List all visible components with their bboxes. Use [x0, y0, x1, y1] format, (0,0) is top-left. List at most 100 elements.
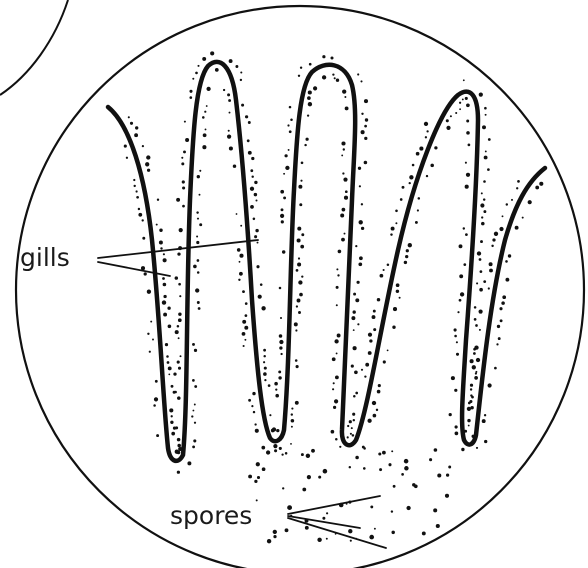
- spore-dot: [323, 469, 328, 474]
- spore-dot: [227, 134, 231, 138]
- spore-dot: [183, 150, 186, 153]
- spore-dot: [485, 114, 487, 116]
- spore-dot: [242, 320, 246, 324]
- spore-dot: [178, 337, 180, 339]
- spore-dot: [126, 157, 128, 159]
- spore-dot: [184, 121, 186, 123]
- spore-dot: [280, 214, 284, 218]
- spore-dot: [239, 254, 243, 258]
- outer-arc: [0, 0, 68, 95]
- spore-dot: [406, 249, 409, 252]
- spore-dot: [456, 341, 458, 343]
- spore-dot: [248, 121, 251, 124]
- spore-dot: [492, 238, 495, 241]
- spore-dot: [484, 156, 488, 160]
- spore-dot: [481, 216, 483, 218]
- spore-dot: [330, 56, 333, 59]
- spore-dot: [168, 374, 170, 376]
- spore-dot: [357, 281, 360, 284]
- spore-dot: [291, 413, 293, 415]
- spore-dot: [264, 367, 267, 370]
- spore-dot: [402, 186, 405, 189]
- spore-dot: [454, 328, 457, 331]
- spore-dot: [205, 128, 207, 130]
- spore-dot: [305, 138, 308, 141]
- spore-dot: [257, 242, 259, 244]
- spore-dot: [459, 244, 463, 248]
- spore-dot: [472, 365, 476, 369]
- spore-dot: [281, 208, 284, 211]
- spore-dot: [459, 299, 462, 302]
- spore-dot: [294, 322, 298, 326]
- spore-dot: [248, 151, 252, 155]
- spore-dot: [306, 454, 310, 458]
- spore-dot: [279, 447, 282, 450]
- spore-dot: [477, 251, 481, 255]
- spore-dot: [171, 385, 174, 388]
- spore-dot: [178, 447, 182, 451]
- gills-label: gills: [20, 243, 70, 272]
- spore-dot: [263, 372, 267, 376]
- spore-dot: [235, 65, 238, 68]
- spore-dot: [331, 430, 335, 434]
- spore-dot: [254, 181, 257, 184]
- spore-dot: [333, 406, 336, 409]
- spore-dot: [250, 169, 253, 172]
- spore-dot: [339, 446, 341, 448]
- spore-dot: [163, 313, 167, 317]
- spore-dot: [136, 196, 139, 199]
- spore-dot: [474, 306, 477, 309]
- spore-dot: [334, 77, 336, 79]
- spore-dot: [179, 295, 181, 297]
- spore-dot: [194, 422, 196, 424]
- spore-dot: [256, 462, 260, 466]
- spore-dot: [240, 71, 242, 73]
- spore-dot: [152, 339, 154, 341]
- spore-dot: [488, 138, 491, 141]
- spore-dot: [500, 319, 503, 322]
- spore-dot: [392, 326, 395, 329]
- spore-dot: [470, 384, 473, 387]
- spore-dot: [501, 301, 505, 305]
- spore-dot: [358, 167, 361, 170]
- spore-dot: [285, 528, 289, 532]
- spore-dot: [401, 473, 404, 476]
- spore-dot: [273, 530, 277, 534]
- spore-dot: [130, 122, 133, 125]
- spore-dot: [263, 355, 265, 357]
- spore-dot: [368, 351, 372, 355]
- spore-dot: [255, 429, 259, 433]
- spore-dot: [187, 461, 191, 465]
- spore-dot: [206, 87, 210, 91]
- spore-dot: [361, 369, 363, 371]
- spore-dot: [309, 63, 312, 66]
- spore-dot: [336, 352, 338, 354]
- spore-dot: [274, 449, 277, 452]
- spore-dot: [240, 225, 242, 227]
- spore-dot: [291, 419, 295, 423]
- spore-dot: [466, 120, 469, 123]
- spore-dot: [365, 363, 369, 367]
- spore-dot: [197, 271, 200, 274]
- spore-dot: [516, 187, 518, 189]
- spore-dot: [463, 227, 465, 229]
- spore-dot: [257, 476, 260, 479]
- spore-dot: [362, 446, 365, 449]
- spore-dot: [273, 444, 277, 448]
- spore-dot: [445, 494, 449, 498]
- spore-dot: [425, 136, 427, 138]
- spore-dot: [506, 203, 508, 205]
- spore-dot: [228, 130, 230, 132]
- spore-dot: [479, 310, 483, 314]
- spore-dot: [268, 384, 271, 387]
- spore-dot: [373, 328, 376, 331]
- spore-dot: [412, 164, 415, 167]
- spore-dot: [351, 427, 353, 429]
- spore-dot: [460, 292, 464, 296]
- spore-dot: [199, 223, 202, 226]
- spore-dot: [449, 413, 452, 416]
- spore-dot: [391, 531, 394, 534]
- spore-dot: [178, 283, 181, 286]
- spore-dot: [215, 68, 219, 72]
